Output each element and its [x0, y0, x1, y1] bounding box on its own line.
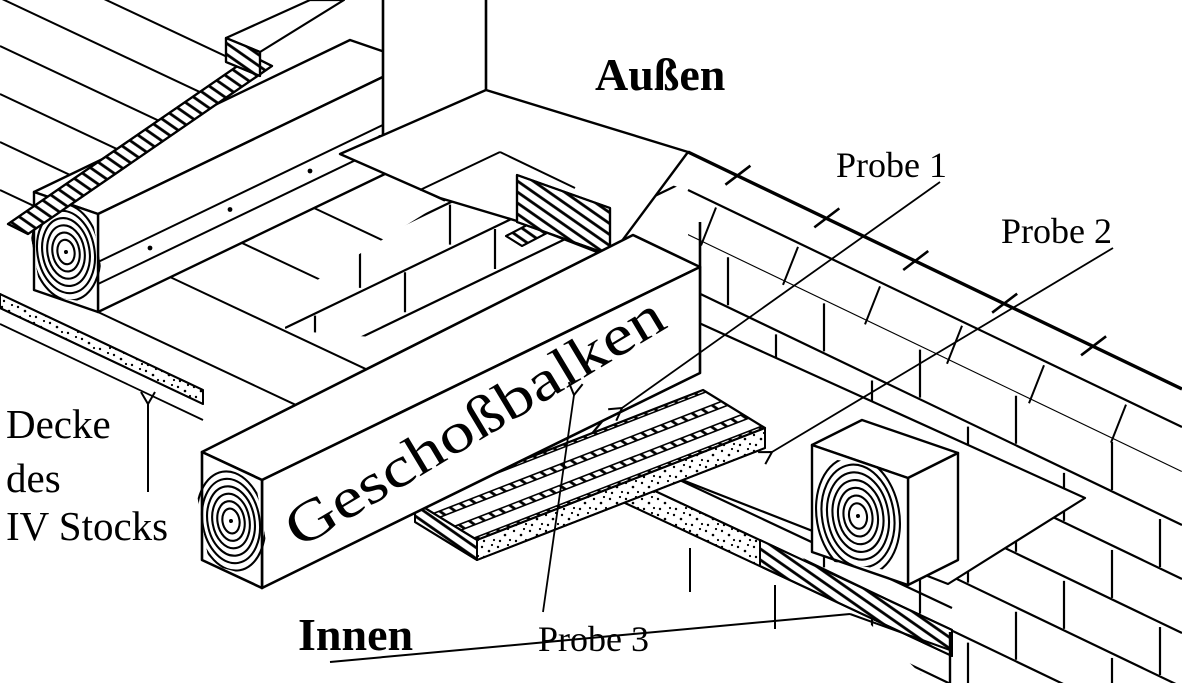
label-probe3: Probe 3 [538, 619, 649, 659]
label-ceiling-line2: des [6, 455, 61, 501]
label-outside: Außen [595, 49, 725, 100]
lath-piece [224, 0, 346, 78]
label-ceiling-line3: IV Stocks [6, 503, 168, 549]
floorboard-section-edge [6, 54, 274, 236]
geschossbalken-beam [195, 233, 702, 590]
label-inside: Innen [298, 609, 413, 660]
label-ceiling-line1: Decke [6, 401, 111, 447]
label-probe1: Probe 1 [836, 145, 947, 185]
neighbour-beam-end [810, 418, 960, 587]
leader-lines [140, 181, 1114, 613]
plaster-strip [0, 293, 204, 421]
floor-joist-with-lath [30, 38, 416, 314]
wall-pier-corner [338, 0, 1182, 428]
label-probe2: Probe 2 [1001, 211, 1112, 251]
